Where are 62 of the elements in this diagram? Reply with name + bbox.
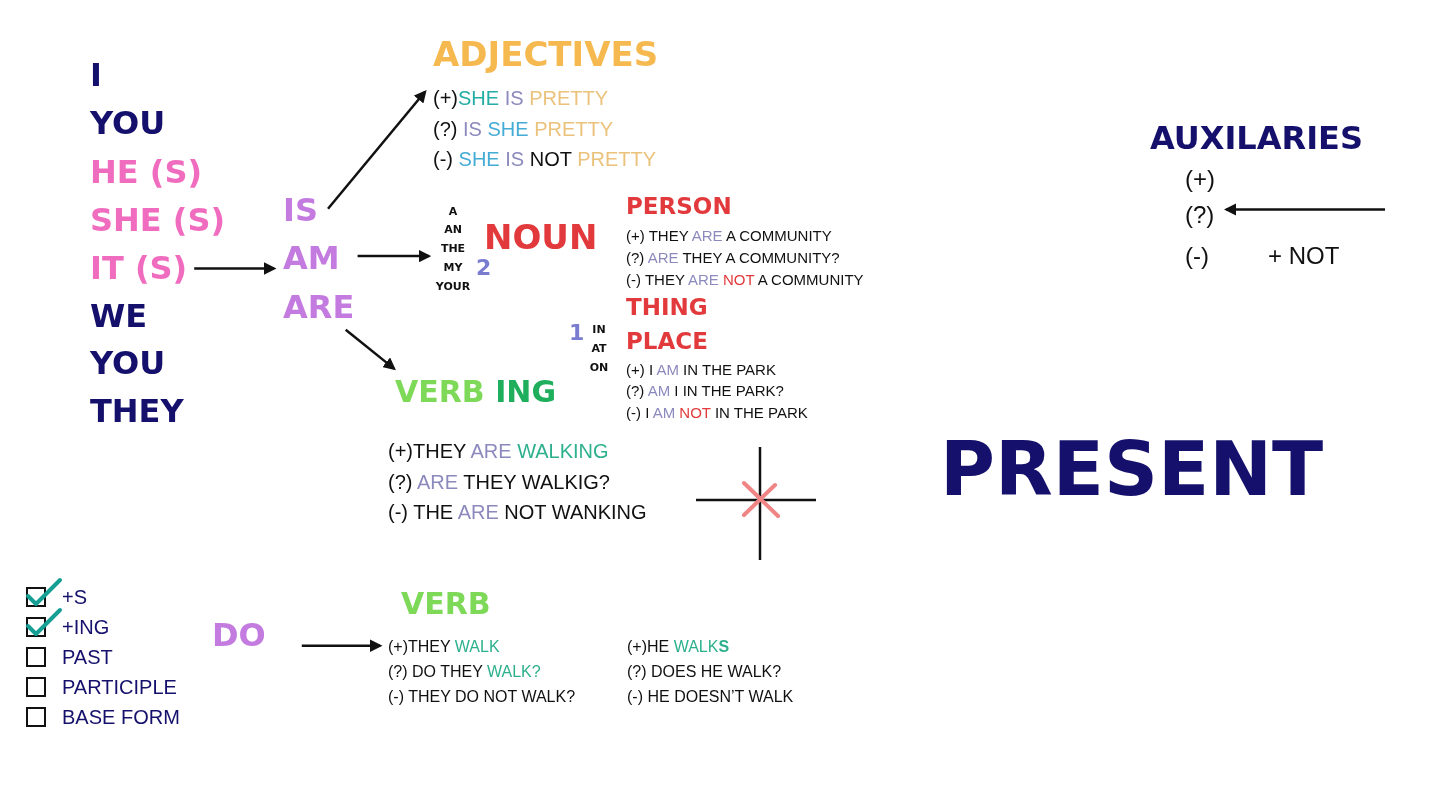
pronoun-label: I [90, 56, 102, 95]
example-sentence: (?) ARE THEY A COMMUNITY? [626, 249, 840, 268]
example-sentence: (?) DOES HE WALK? [627, 661, 782, 681]
example-sentence: (?) DO THEY WALK? [388, 661, 541, 681]
pronoun-label: YOU [90, 104, 166, 143]
pronoun-label: IT (S) [90, 249, 188, 288]
example-sentence: (-) SHE IS NOT PRETTY [433, 147, 657, 172]
word-list-item: ON [589, 359, 609, 376]
arrow [344, 328, 396, 371]
checklist-label: PAST [62, 645, 113, 670]
example-sentence: (?) IS SHE PRETTY [433, 116, 614, 141]
section-heading: VERB [401, 585, 491, 622]
example-sentence: (+)HE WALKS [627, 636, 730, 656]
pronoun-label: SHE (S) [90, 201, 226, 240]
sign-label: (+) [1185, 164, 1215, 194]
example-sentence: (-) THEY DO NOT WALK? [388, 686, 576, 706]
word-list-item: AT [591, 340, 607, 357]
example-sentence: (-) THE ARE NOT WANKING [388, 500, 647, 525]
example-sentence: (-) HE DOESN’T WALK [627, 686, 794, 706]
category-heading: PLACE [626, 327, 708, 356]
pronoun-label: YOU [90, 344, 166, 383]
word-list-item: YOUR [435, 278, 471, 295]
word-list-item: A [448, 203, 458, 220]
sign-label: (?) [1185, 200, 1215, 230]
section-heading: ADJECTIVES [433, 34, 659, 76]
example-sentence: (?) ARE THEY WALKIG? [388, 469, 610, 494]
arrow [327, 89, 427, 210]
category-heading: THING [626, 293, 708, 322]
checklist-label: PARTICIPLE [62, 675, 177, 700]
word-list-item: IN [592, 321, 606, 338]
arrow [357, 249, 432, 263]
pronoun-label: WE [90, 297, 148, 336]
word-list-item: MY [443, 259, 463, 276]
page-title: PRESENT [940, 423, 1324, 514]
example-sentence: (+)THEY WALK [388, 636, 500, 656]
arrow [301, 639, 383, 652]
checklist-label: +ING [62, 615, 110, 640]
example-sentence: (+)SHE IS PRETTY [433, 86, 609, 111]
section-heading: VERB ING [395, 373, 557, 410]
arrow [1223, 203, 1385, 216]
example-sentence: (-) THEY ARE NOT A COMMUNITY [626, 271, 864, 290]
pronoun-label: HE (S) [90, 153, 203, 192]
verb-label: DO [212, 616, 266, 655]
arrow [194, 262, 277, 275]
word-list-item: THE [440, 241, 466, 258]
callout-number: 1 [569, 320, 585, 347]
example-sentence: (-) I AM NOT IN THE PARK [626, 404, 808, 423]
verb-label: IS [283, 191, 318, 230]
checklist-label: BASE FORM [62, 705, 180, 730]
category-heading: PERSON [626, 192, 732, 221]
example-sentence: (?) AM I IN THE PARK? [626, 382, 784, 401]
checklist-label: +S [62, 585, 88, 610]
verb-label: ARE [283, 288, 355, 327]
verb-label: AM [283, 239, 340, 278]
pronoun-label: THEY [90, 392, 184, 431]
sign-label: + NOT [1268, 241, 1340, 271]
example-sentence: (+) I AM IN THE PARK [626, 361, 776, 380]
sign-label: (-) [1185, 241, 1209, 271]
word-list-item: AN [444, 222, 462, 239]
example-sentence: (+)THEY ARE WALKING [388, 439, 609, 464]
example-sentence: (+) THEY ARE A COMMUNITY [626, 227, 832, 246]
section-heading: AUXILARIES [1150, 119, 1363, 158]
